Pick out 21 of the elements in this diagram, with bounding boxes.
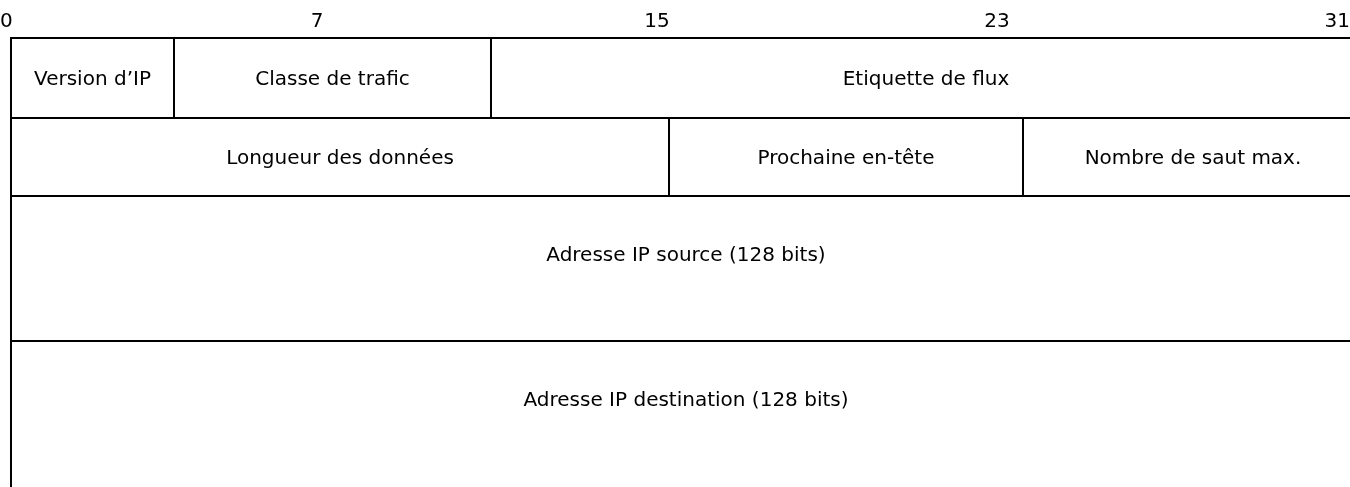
header-field: [10, 117, 668, 195]
bit-number: 7: [309, 8, 325, 32]
field-name: Longueur des données: [226, 145, 454, 169]
header-field: [10, 340, 1350, 487]
bit-number: 31: [1323, 8, 1350, 32]
bit-number: 15: [643, 8, 671, 32]
field-name: Classe de trafic: [255, 66, 410, 90]
field-name: Version d’IP: [34, 66, 151, 90]
field-name: Etiquette de flux: [842, 66, 1010, 90]
header-field: [1022, 117, 1350, 195]
bit-number: 23: [983, 8, 1011, 32]
header-field: [668, 117, 1022, 195]
header-field: [173, 37, 490, 117]
field-name: Adresse IP source (128 bits): [546, 242, 826, 266]
field-name: Prochaine en-tête: [757, 145, 935, 169]
header-field: [10, 195, 1350, 340]
header-field: [490, 37, 1350, 117]
field-name: Adresse IP destination (128 bits): [523, 387, 849, 411]
field-name: Nombre de saut max.: [1084, 145, 1302, 169]
header-field: [10, 37, 173, 117]
bit-number: 0: [0, 8, 14, 32]
